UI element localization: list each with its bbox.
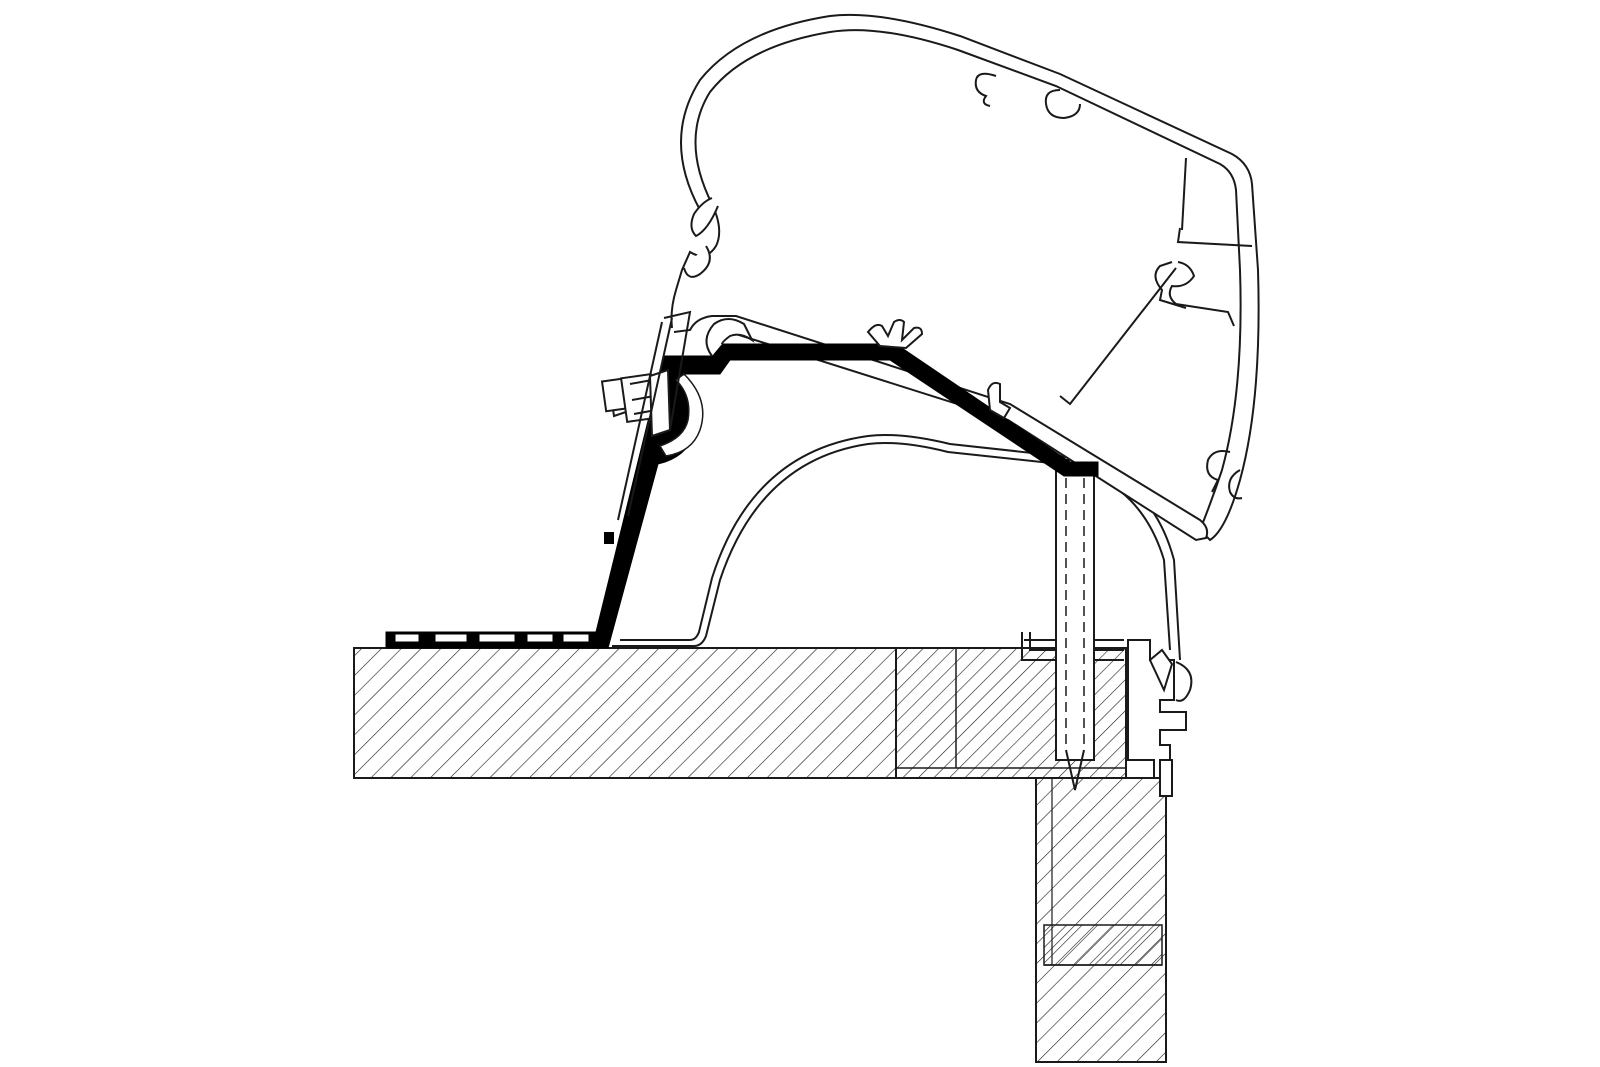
wall-panel bbox=[1035, 777, 1167, 1063]
screw bbox=[1055, 459, 1095, 791]
end-cap bbox=[1127, 639, 1193, 797]
rail-profile bbox=[612, 434, 1181, 661]
awning-housing-details bbox=[974, 72, 1253, 500]
rail-clip bbox=[866, 319, 1012, 420]
mounting-bolt bbox=[600, 310, 692, 521]
roof-panel bbox=[353, 647, 1127, 779]
awning-housing bbox=[670, 13, 1260, 542]
roof-adapter-bracket bbox=[385, 318, 1099, 649]
